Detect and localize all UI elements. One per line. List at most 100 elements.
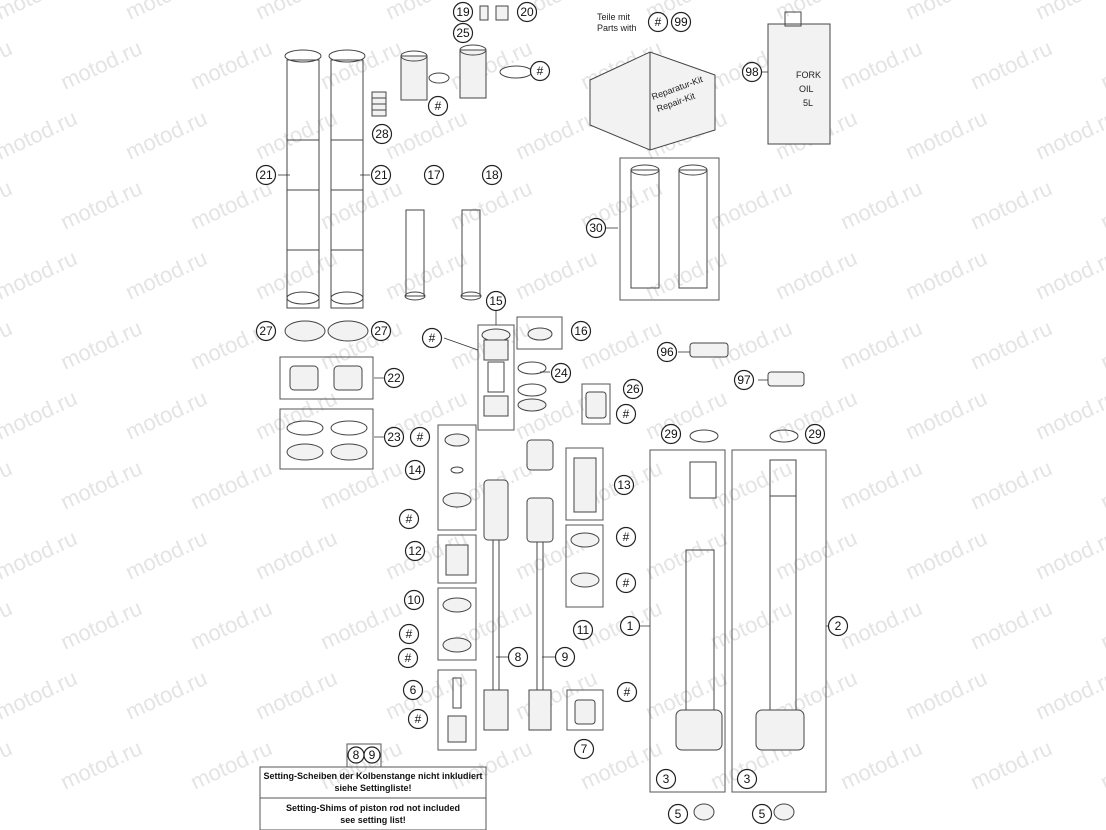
callout-label: # — [415, 712, 422, 726]
callout-label: 19 — [456, 5, 470, 19]
top-cap-parts — [400, 5, 533, 101]
callout-label: 24 — [554, 366, 568, 380]
watermark-text: motod.ru — [1097, 315, 1106, 374]
watermark-text: motod.ru — [902, 665, 991, 724]
watermark-text: motod.ru — [122, 245, 211, 304]
callout-label: 13 — [617, 478, 631, 492]
watermark-text: motod.ru — [252, 105, 341, 164]
watermark-text: motod.ru — [187, 455, 276, 514]
callout-hash: # — [616, 681, 638, 703]
watermark-text: motod.ru — [642, 245, 731, 304]
group-box-6 — [437, 669, 477, 751]
cartridge-15 — [481, 328, 511, 417]
watermark-text: motod.ru — [1097, 735, 1106, 794]
callout-label: 30 — [589, 221, 603, 235]
watermark-text: motod.ru — [252, 385, 341, 444]
callout-hash: # — [409, 426, 431, 448]
callout-label: 27 — [374, 324, 388, 338]
watermark-text: motod.ru — [57, 735, 146, 794]
callout-21: 21 — [370, 164, 392, 186]
callout-label: 27 — [259, 324, 273, 338]
callout-hash: # — [398, 623, 420, 645]
group-box-10 — [437, 587, 477, 661]
svg-text:OIL: OIL — [799, 84, 814, 94]
bushings-22 — [289, 365, 363, 391]
callout-16: 16 — [570, 320, 592, 342]
callout-19: 19 — [452, 1, 474, 23]
callout-label: # — [623, 530, 630, 544]
watermark-text: motod.ru — [317, 595, 406, 654]
watermark-text: motod.ru — [252, 0, 341, 25]
note-de-line2: siehe Settingliste! — [334, 783, 411, 793]
callout-30: 30 — [585, 217, 607, 239]
spring-part-28 — [371, 91, 387, 117]
callout-label: 9 — [562, 650, 569, 664]
watermark-text: motod.ru — [0, 175, 16, 234]
watermark-text: motod.ru — [57, 315, 146, 374]
watermark-text: motod.ru — [1032, 245, 1106, 304]
callout-3: 3 — [736, 768, 758, 790]
callout-22: 22 — [383, 367, 405, 389]
repair-kit-box: Reparatur-Kit Repair-Kit — [589, 51, 716, 151]
callout-label: 97 — [737, 373, 751, 387]
callout-5: 5 — [667, 803, 689, 825]
callout-label: 21 — [374, 168, 388, 182]
callout-20: 20 — [516, 1, 538, 23]
watermark-text: motod.ru — [317, 175, 406, 234]
callout-label: # — [417, 430, 424, 444]
callout-label: 29 — [664, 427, 678, 441]
watermark-text: motod.ru — [967, 455, 1056, 514]
callout-label: # — [429, 331, 436, 345]
watermark-text: motod.ru — [1097, 455, 1106, 514]
callout-label: 21 — [259, 168, 273, 182]
group-box-7 — [566, 689, 604, 731]
watermark-text: motod.ru — [707, 175, 796, 234]
callout-label: 5 — [675, 807, 682, 821]
callout-hash: # — [647, 11, 669, 33]
watermark-text: motod.ru — [57, 595, 146, 654]
callout-1: 1 — [619, 615, 641, 637]
watermark-text: motod.ru — [0, 35, 16, 94]
callout-label: 2 — [835, 619, 842, 633]
callout-label: 10 — [407, 593, 421, 607]
valving-stacks-left — [442, 433, 472, 743]
callout-label: 16 — [574, 324, 588, 338]
watermark-text: motod.ru — [0, 665, 81, 724]
watermark-text: motod.ru — [902, 245, 991, 304]
callout-6: 6 — [402, 679, 424, 701]
callout-hash: # — [421, 327, 443, 349]
callout-label: 15 — [489, 294, 503, 308]
group-box-30 — [619, 157, 720, 301]
callout-hash: # — [615, 572, 637, 594]
callout-98: 98 — [741, 61, 763, 83]
watermark-text: motod.ru — [577, 315, 666, 374]
watermark-text: motod.ru — [707, 455, 796, 514]
tubes-96-97 — [689, 342, 805, 387]
watermark-text: motod.ru — [967, 595, 1056, 654]
callout-label: # — [655, 15, 662, 29]
callout-label: 18 — [485, 168, 499, 182]
axle-nuts-5 — [693, 803, 795, 821]
fork-tubes-21 — [284, 49, 366, 309]
group-box-12 — [437, 534, 477, 584]
callout-2: 2 — [827, 615, 849, 637]
parts-with-label-1: Teile mit — [597, 12, 631, 22]
watermark-text: motod.ru — [252, 665, 341, 724]
callout-label: 99 — [674, 15, 688, 29]
callout-21: 21 — [255, 164, 277, 186]
rings-24 — [517, 361, 547, 412]
callout-17: 17 — [423, 164, 445, 186]
callout-label: 1 — [627, 619, 634, 633]
callout-hash: # — [427, 95, 449, 117]
callout-label: 26 — [626, 382, 640, 396]
callout-label: # — [435, 99, 442, 113]
watermark-text: motod.ru — [122, 0, 211, 25]
group-box-2 — [731, 449, 827, 793]
group-box-11 — [565, 524, 604, 608]
callout-25: 25 — [452, 22, 474, 44]
watermark-text: motod.ru — [0, 315, 16, 374]
watermark-text: motod.ru — [902, 105, 991, 164]
note-ref-label: 8 — [353, 748, 360, 762]
watermark-text: motod.ru — [0, 525, 81, 584]
